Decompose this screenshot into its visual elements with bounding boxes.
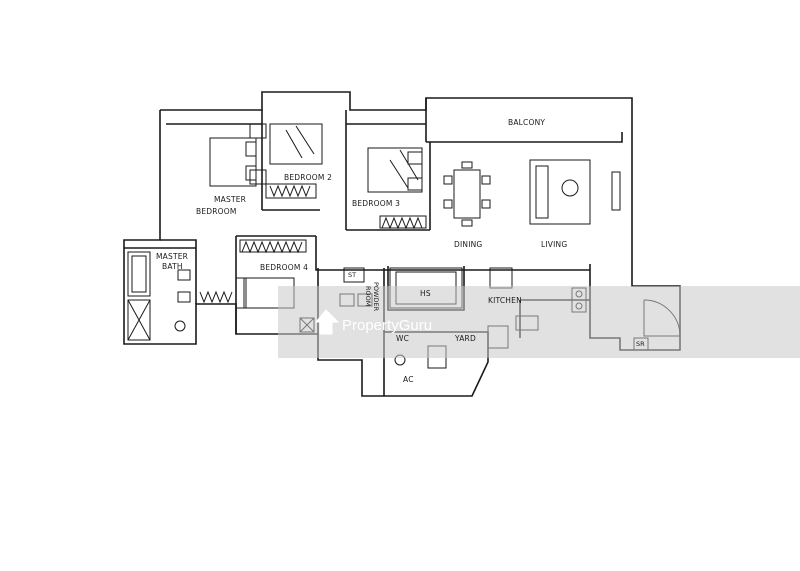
sofa-icon: [529, 159, 591, 225]
label-yard: YARD: [454, 334, 476, 343]
bathtub-icon: [127, 251, 151, 297]
label-kitchen: KITCHEN: [488, 296, 522, 305]
label-master-bedroom-line2: BEDROOM: [196, 207, 237, 216]
label-master-bath-line1: MASTER: [156, 252, 188, 261]
dining-table-icon: [453, 169, 481, 219]
bedroom2-bed-icon: [269, 123, 323, 165]
label-master-bath-line2: BATH: [162, 262, 183, 271]
label-powder-room-line1: POWDER: [372, 282, 380, 312]
label-dining: DINING: [454, 240, 482, 249]
label-sr: SR: [636, 340, 645, 348]
house-logo-icon: [314, 309, 340, 335]
label-st: ST: [348, 271, 356, 279]
label-bedroom-3: BEDROOM 3: [352, 199, 400, 208]
label-balcony: BALCONY: [508, 118, 545, 127]
wardrobe-icon: [269, 184, 311, 198]
label-bedroom-2: BEDROOM 2: [284, 173, 332, 182]
master-bed-icon: [209, 137, 257, 187]
label-ac: AC: [403, 375, 414, 384]
tv-console-icon: [611, 171, 621, 211]
watermark-band: [278, 286, 800, 358]
watermark-text: PropertyGuru: [342, 317, 432, 334]
label-powder-room-line2: ROOM: [364, 286, 372, 306]
label-hs: HS: [420, 289, 431, 298]
label-bedroom-4: BEDROOM 4: [260, 263, 308, 272]
bedroom3-bed-icon: [367, 147, 423, 193]
label-living: LIVING: [541, 240, 567, 249]
label-wc: WC: [396, 334, 409, 343]
label-master-bedroom-line1: MASTER: [214, 195, 246, 204]
